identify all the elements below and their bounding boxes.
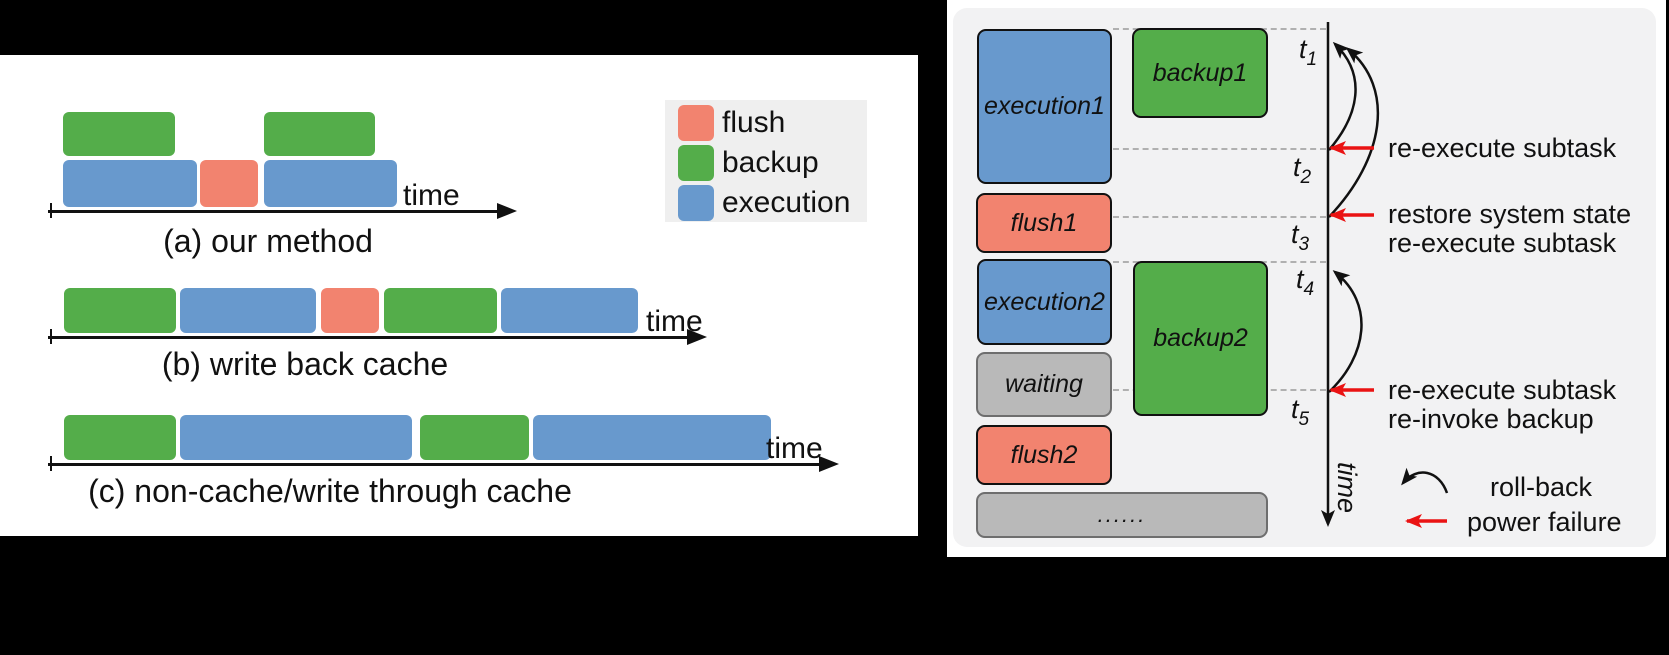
timeline-block-execution — [63, 160, 197, 207]
timeline-comparison-panel: time time time (a) our method (b) write … — [0, 55, 918, 536]
annotation-line: re-execute subtask — [1388, 228, 1617, 258]
time-axis-label-c: time — [766, 432, 823, 465]
timeline-block-backup — [384, 288, 497, 333]
dashed-line-t3 — [1113, 216, 1326, 218]
timeline-block-backup — [64, 288, 176, 333]
tick-label-t1: t1 — [1299, 34, 1318, 70]
legend-row-flush: flush — [665, 103, 867, 143]
task-box-backup2: backup2 — [1133, 261, 1268, 416]
legend-label-backup: backup — [722, 146, 819, 179]
legend-label-roll-back: roll-back — [1490, 472, 1593, 502]
tick-label-t2: t2 — [1293, 152, 1312, 188]
task-box-flush2: flush2 — [976, 425, 1112, 485]
timeline-block-flush — [321, 288, 379, 333]
legend-label-execution: execution — [722, 186, 851, 219]
time-axis-c — [48, 456, 839, 472]
time-axis-label-b: time — [646, 305, 703, 338]
caption-write-back-cache: (b) write back cache — [161, 346, 449, 382]
timeline-block-execution — [501, 288, 638, 333]
timeline-block-execution — [180, 288, 316, 333]
task-box-execution1: execution1 — [977, 29, 1112, 184]
execution-swatch-icon — [678, 185, 714, 221]
tick-label-t5: t5 — [1291, 394, 1310, 430]
tick-label-t4: t4 — [1296, 264, 1315, 300]
dashed-line-t2 — [1113, 148, 1326, 150]
time-axis-b — [48, 329, 707, 345]
time-axis-label-a: time — [403, 179, 460, 212]
backup-swatch-icon — [678, 145, 714, 181]
annotation-line: re-execute subtask — [1388, 133, 1617, 163]
legend-row-backup: backup — [665, 143, 867, 183]
timeline-block-flush — [200, 160, 258, 207]
timeline-block-backup — [420, 415, 529, 460]
legend-label-power-failure: power failure — [1467, 507, 1622, 537]
legend-box: flush backup execution — [665, 100, 867, 222]
caption-non-cache: (c) non-cache/write through cache — [88, 473, 572, 509]
annotation-line: restore system state — [1388, 199, 1632, 229]
task-box-flush1: flush1 — [976, 193, 1112, 253]
timeline-block-backup — [264, 112, 375, 156]
task-box-execution2: execution2 — [977, 259, 1112, 345]
timeline-block-backup — [63, 112, 175, 156]
flush-swatch-icon — [678, 105, 714, 141]
vertical-time-axis-label: time — [1332, 462, 1362, 514]
timeline-block-backup — [64, 415, 176, 460]
caption-our-method: (a) our method — [163, 223, 373, 259]
task-box-backup1: backup1 — [1132, 28, 1268, 118]
legend-label-flush: flush — [722, 106, 786, 139]
timeline-block-execution — [533, 415, 771, 460]
time-axis-a — [48, 203, 517, 219]
timeline-block-execution — [180, 415, 412, 460]
annotation-line: re-execute subtask — [1388, 375, 1617, 405]
task-box-waiting: waiting — [976, 352, 1112, 417]
annotation-1: re-execute subtask — [1388, 134, 1616, 163]
tick-label-t3: t3 — [1291, 219, 1310, 255]
task-box-ellipsis: ...... — [976, 492, 1268, 538]
timeline-block-execution — [264, 160, 397, 207]
legend-row-execution: execution — [665, 183, 867, 223]
annotation-line: re-invoke backup — [1388, 404, 1594, 434]
